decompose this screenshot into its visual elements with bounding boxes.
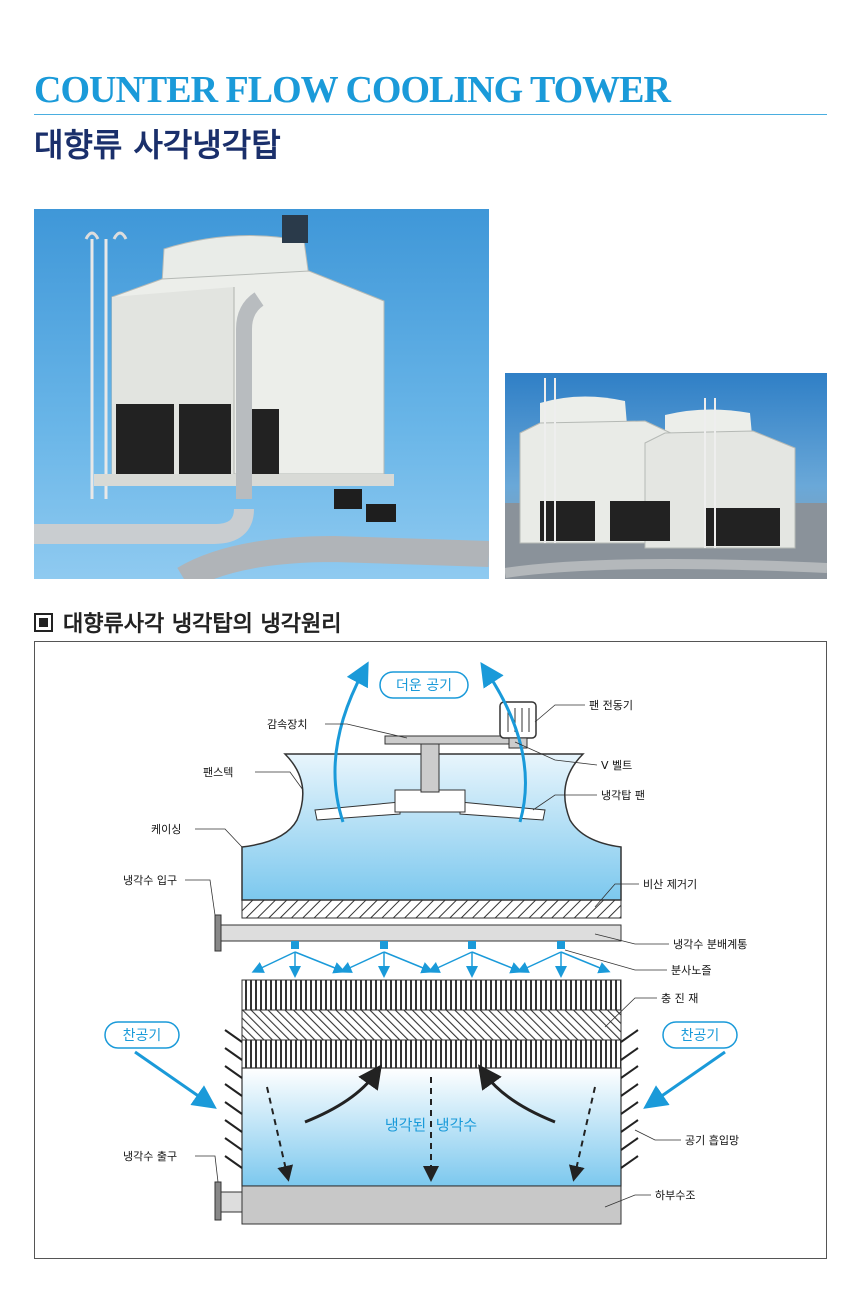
cooled-water-label: 냉각된 냉각수: [385, 1116, 477, 1134]
hot-air-badge: [379, 671, 469, 699]
title-english: COUNTER FLOW COOLING TOWER: [34, 69, 671, 111]
cold-air-left-badge: [104, 1021, 180, 1049]
title-rule: [34, 114, 827, 115]
label-tower-fan: 냉각탑 팬: [601, 789, 645, 802]
section-heading-text: 대향류사각 냉각탑의 냉각원리: [63, 612, 342, 637]
label-fan-motor: 팬 전동기: [589, 699, 633, 712]
label-v-belt: V 벨트: [601, 759, 632, 772]
label-distribution: 냉각수 분배계통: [673, 938, 747, 951]
cold-air-right-badge: [662, 1021, 738, 1049]
title-korean: 대향류 사각냉각탑: [34, 126, 281, 164]
cooling-tower-photo-twin: [505, 373, 827, 579]
cold-air-right-label: 찬공기: [681, 1028, 720, 1044]
label-fill: 충 진 재: [661, 992, 698, 1005]
label-speed-reducer: 감속장치: [267, 718, 307, 731]
square-bullet-icon: [34, 613, 53, 632]
label-casing: 케이싱: [151, 823, 181, 836]
label-water-outlet: 냉각수 출구: [123, 1150, 177, 1163]
cooling-tower-photo-main: [34, 209, 489, 579]
cold-air-left-label: 찬공기: [123, 1028, 162, 1044]
label-spray-nozzle: 분사노즐: [671, 964, 711, 977]
hot-air-label: 더운 공기: [396, 678, 452, 694]
label-eliminator: 비산 제거기: [643, 878, 697, 891]
label-water-inlet: 냉각수 입구: [123, 874, 177, 887]
cooling-principle-diagram: 더운 공기 찬공기 찬공기 냉각된 냉각수 팬 전동기 감속장치 V 벨트 팬스…: [34, 641, 827, 1259]
label-basin: 하부수조: [655, 1188, 695, 1202]
label-fan-stack: 팬스텍: [203, 766, 233, 779]
section-heading: 대향류사각 냉각탑의 냉각원리: [34, 606, 341, 638]
label-air-inlet: 공기 흡입망: [685, 1133, 739, 1147]
